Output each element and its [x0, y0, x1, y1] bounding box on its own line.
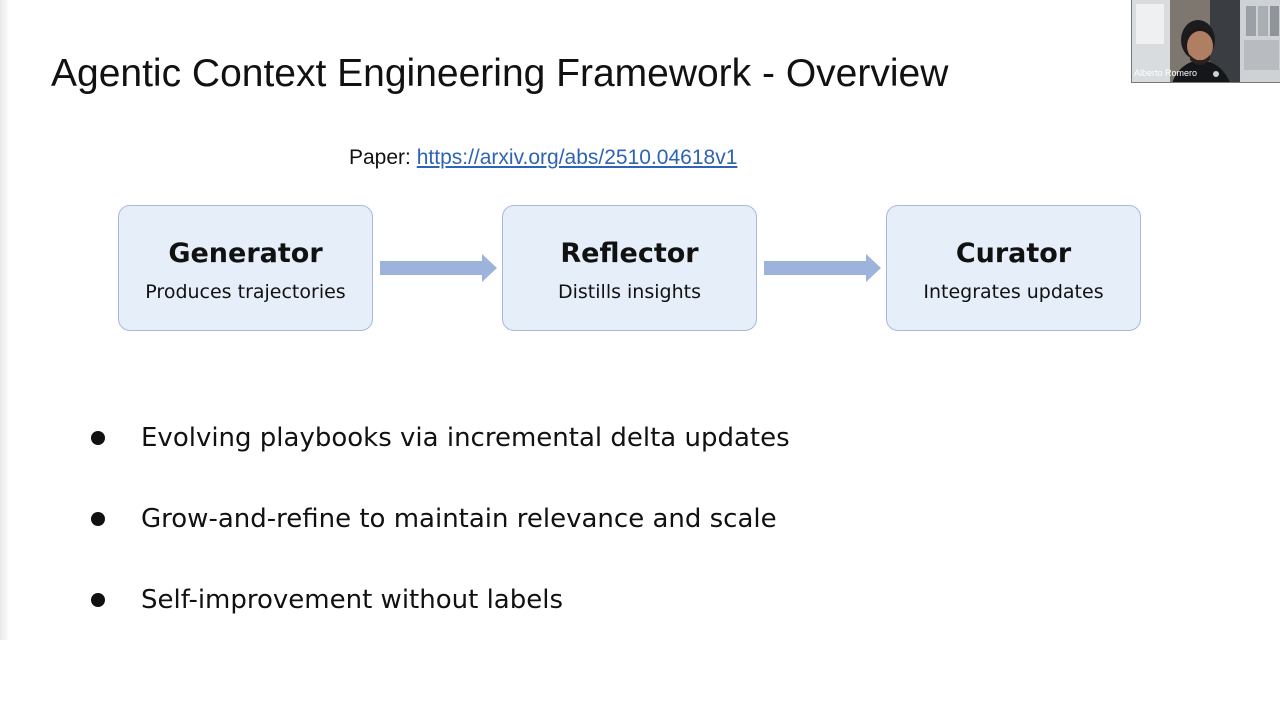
reflector-title: Reflector: [560, 238, 699, 269]
bullet-dot-icon: [91, 512, 105, 526]
reflector-subtitle: Distills insights: [558, 281, 701, 303]
bullet-dot-icon: [91, 431, 105, 445]
participant-video-tile[interactable]: Alberto Romero: [1131, 0, 1280, 83]
bullet-text: Grow-and-refine to maintain relevance an…: [141, 504, 777, 534]
generator-subtitle: Produces trajectories: [145, 281, 346, 303]
participant-video-image: [1132, 0, 1280, 82]
generator-box: Generator Produces trajectories: [118, 205, 373, 331]
paper-label: Paper:: [349, 146, 417, 169]
paper-link[interactable]: https://arxiv.org/abs/2510.04618v1: [416, 146, 738, 169]
curator-box: Curator Integrates updates: [886, 205, 1141, 331]
slide-title: Agentic Context Engineering Framework - …: [51, 52, 949, 95]
participant-name: Alberto Romero: [1134, 68, 1198, 78]
arrow-right-icon: [764, 254, 881, 282]
bullet-text: Evolving playbooks via incremental delta…: [141, 423, 790, 453]
curator-subtitle: Integrates updates: [923, 281, 1104, 303]
reflector-box: Reflector Distills insights: [502, 205, 757, 331]
slide-left-edge-shadow: [0, 0, 10, 640]
bullet-text: Self-improvement without labels: [141, 585, 563, 615]
generator-title: Generator: [168, 238, 323, 269]
arrow-right-icon: [380, 254, 497, 282]
paper-reference: Paper: https://arxiv.org/abs/2510.04618v…: [349, 144, 737, 172]
curator-title: Curator: [955, 238, 1072, 269]
bullet-dot-icon: [91, 593, 105, 607]
